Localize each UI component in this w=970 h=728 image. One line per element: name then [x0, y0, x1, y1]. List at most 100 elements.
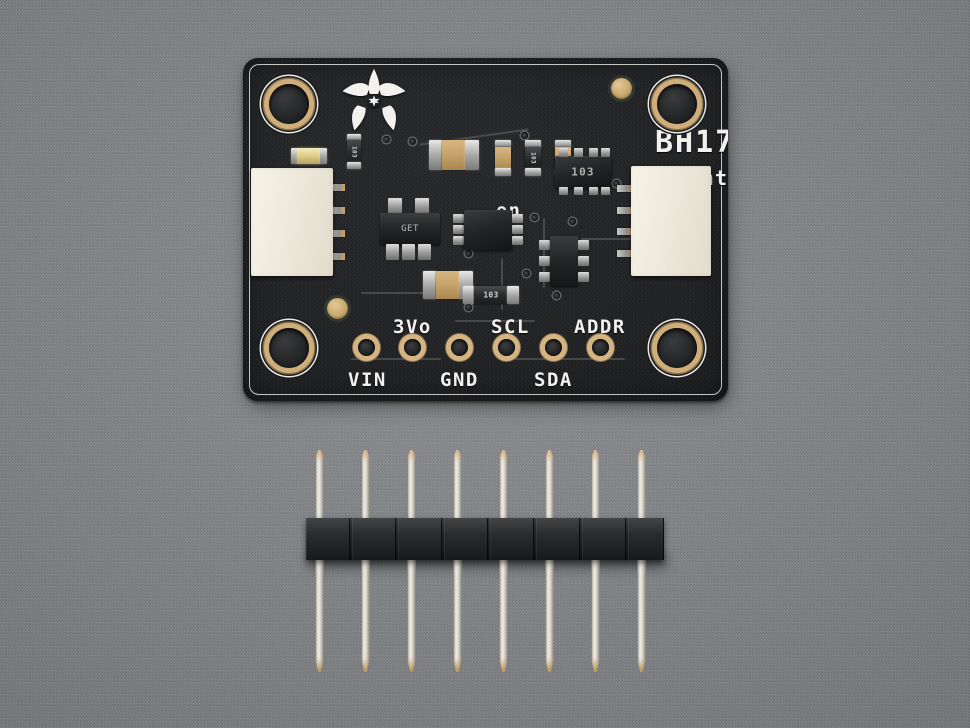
header-pin-top: [637, 450, 646, 520]
header-segment: [352, 518, 396, 560]
header-pin-bottom: [361, 560, 370, 672]
array-leg: [559, 148, 568, 157]
capacitor-top: [442, 140, 466, 170]
pad-label-addr: ADDR: [574, 316, 626, 338]
sensor-leg: [453, 214, 464, 223]
qt-pin: [329, 184, 345, 191]
pcb-trace: [515, 358, 625, 360]
header-segment: [628, 518, 664, 560]
r2-terminal: [525, 168, 541, 176]
regulator-marking: GET: [401, 224, 419, 234]
level-shifter-ic: [550, 236, 578, 286]
capacitor-bottom: [436, 271, 460, 299]
qt-pin: [329, 230, 345, 237]
array-leg: [574, 187, 583, 195]
header-plastic-body: [306, 518, 664, 560]
mosfet-leg: [578, 240, 589, 250]
qt-left-pins: [329, 176, 345, 268]
through-hole-pad-vin: [358, 339, 375, 356]
pad-label-gnd: GND: [440, 369, 479, 391]
via: [383, 136, 390, 143]
cap-terminal: [423, 271, 437, 299]
regulator-leg: [418, 244, 431, 260]
res-terminal-right: [507, 286, 519, 304]
via: [521, 132, 528, 139]
resistor-marking: 103: [350, 146, 358, 158]
r2-terminal: [525, 140, 541, 148]
resistor-103-a: 103: [347, 140, 361, 164]
board-title: BH1750: [655, 125, 728, 160]
header-pin-top: [499, 450, 508, 520]
header-segment: [490, 518, 534, 560]
r1-terminal: [495, 140, 511, 148]
header-pin-top: [545, 450, 554, 520]
header-pin-top: [591, 450, 600, 520]
mosfet-leg: [539, 272, 550, 282]
sensor-leg: [453, 225, 464, 234]
sensor-leg: [512, 214, 523, 223]
r1-terminal: [495, 168, 511, 176]
led-terminal: [291, 148, 298, 164]
mounting-hole-bottom-right: [657, 328, 697, 368]
qt-pin: [617, 228, 633, 236]
resistor-terminal: [347, 134, 361, 141]
qt-pin: [617, 249, 633, 257]
pcb-trace: [581, 238, 641, 240]
array-leg: [589, 187, 598, 195]
header-pin-bottom: [499, 560, 508, 672]
through-hole-pad-gnd: [451, 339, 468, 356]
regulator-leg: [415, 198, 429, 214]
male-header-strip: [300, 450, 670, 678]
mounting-hole-bottom-left: [269, 328, 309, 368]
header-pin-top: [361, 450, 370, 520]
sensor-leg: [512, 236, 523, 245]
voltage-regulator: GET: [380, 213, 440, 245]
pad-label-3vo: 3Vo: [393, 316, 432, 338]
via: [553, 292, 560, 299]
regulator-leg: [402, 244, 415, 260]
through-hole-pad-scl: [498, 339, 515, 356]
header-pin-bottom: [637, 560, 646, 672]
via: [613, 180, 620, 187]
via: [569, 218, 576, 225]
r3-terminal: [555, 140, 571, 148]
header-segment: [444, 518, 488, 560]
pad-label-vin: VIN: [348, 369, 387, 391]
mounting-hole-top-left: [269, 84, 309, 124]
cap-terminal: [465, 140, 479, 170]
mounting-hole-top-right: [657, 84, 697, 124]
via: [465, 304, 472, 311]
header-pin-bottom: [545, 560, 554, 672]
mosfet-leg: [578, 256, 589, 266]
header-segment: [306, 518, 350, 560]
array-leg: [559, 187, 568, 195]
via: [465, 250, 472, 257]
mosfet-leg: [539, 256, 550, 266]
resistor-marking: 103: [529, 152, 537, 164]
header-segment: [536, 518, 580, 560]
qt-pin: [617, 185, 633, 193]
header-pin-top: [453, 450, 462, 520]
pcb-trace: [543, 218, 545, 288]
array-leg: [589, 148, 598, 157]
cap-terminal: [429, 140, 443, 170]
pad-label-sda: SDA: [534, 369, 573, 391]
adafruit-flower-logo: [342, 68, 406, 131]
mosfet-leg: [539, 240, 550, 250]
header-segment: [398, 518, 442, 560]
via: [523, 270, 530, 277]
pcb-trace: [455, 320, 535, 322]
via: [531, 214, 538, 221]
bh1750-breakout-board: BH1750 Light Sensor on: [243, 58, 728, 401]
qt-right-pins: [617, 178, 633, 264]
resistor-marking: 103: [483, 290, 499, 300]
stemma-qt-connector-left: [251, 168, 333, 276]
header-pin-top: [315, 450, 324, 520]
array-leg: [601, 148, 610, 157]
header-pin-bottom: [407, 560, 416, 672]
qt-pin: [329, 253, 345, 260]
regulator-leg: [388, 198, 402, 214]
resistor-103-c: 103: [474, 286, 508, 304]
power-led: [297, 148, 321, 164]
